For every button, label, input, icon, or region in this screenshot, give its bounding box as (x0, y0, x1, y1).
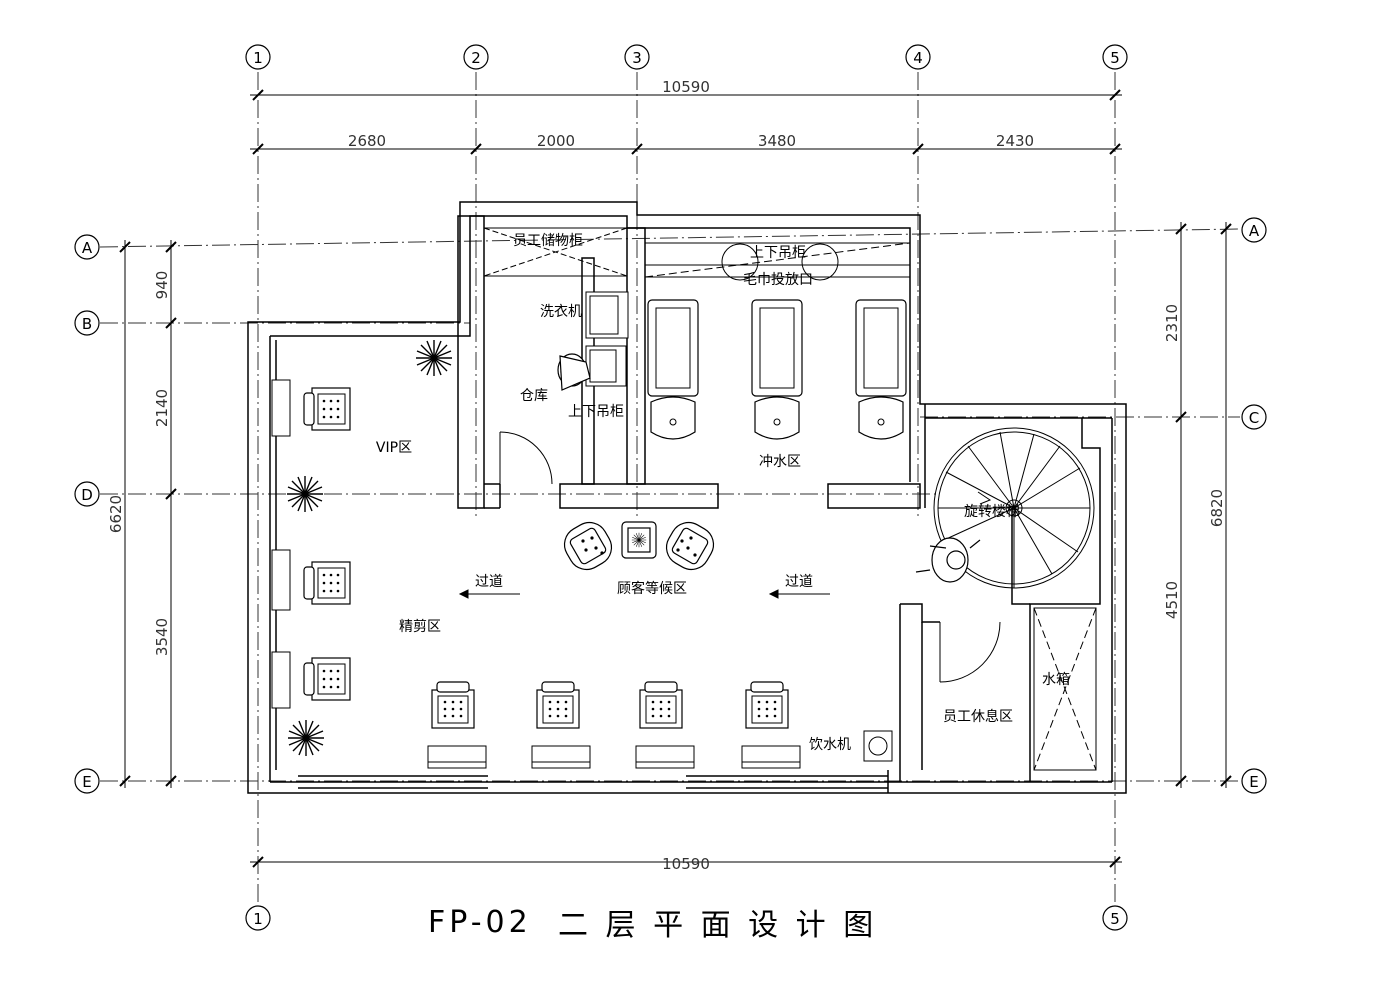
axis-right-C: C (1249, 409, 1259, 427)
dim-top-seg-1: 2680 (348, 132, 386, 150)
wash-chair-1 (647, 299, 699, 440)
label-wash-area: 冲水区 (759, 454, 801, 470)
dim-left-seg-3: 3540 (153, 618, 171, 656)
water-tank (1033, 607, 1097, 771)
axis-top-3: 3 (632, 49, 642, 67)
axis-left-D: D (81, 486, 93, 504)
label-corridor-right: 过道 (785, 574, 813, 590)
staff-locker-cabinet (483, 227, 628, 277)
label-staff-rest: 员工休息区 (943, 708, 1013, 725)
counter-units (427, 745, 801, 769)
drawing-title: 二 层 平 面 设 计 图 (558, 908, 877, 943)
plant-icon (286, 475, 324, 513)
axis-bottom-5: 5 (1110, 910, 1120, 928)
washer-icon (585, 291, 629, 387)
label-storage: 仓库 (520, 388, 548, 404)
axis-left-A: A (82, 239, 93, 257)
label-vip: VIP区 (376, 440, 412, 456)
axis-left-B: B (82, 315, 92, 333)
waiting-seating (563, 521, 715, 571)
label-towel-drop: 毛巾投放口 (743, 272, 813, 288)
axis-top-4: 4 (913, 49, 923, 67)
dim-right-total: 6820 (1208, 489, 1226, 527)
wash-upper-cabinet (644, 242, 911, 281)
label-water-dispenser: 饮水机 (809, 737, 851, 753)
label-washer: 洗衣机 (540, 304, 582, 320)
axis-right-E: E (1249, 773, 1258, 791)
person-icon (557, 353, 591, 391)
storage-door (499, 431, 553, 485)
staff-rest-door (939, 621, 1001, 683)
dim-top-seg-4: 2430 (996, 132, 1034, 150)
bottom-chair-2 (536, 681, 580, 729)
mirror-stations (271, 379, 291, 709)
water-dispenser-icon (863, 730, 893, 762)
table-plant-icon (631, 532, 647, 548)
wash-chair-3 (855, 299, 907, 440)
label-water-tank: 水箱 (1042, 672, 1070, 688)
bottom-chair-1 (431, 681, 475, 729)
label-corridor-left: 过道 (475, 574, 503, 590)
dimension-lines (119, 89, 1232, 868)
fine-cut-chair-2 (303, 657, 351, 701)
axis-left-E: E (82, 773, 91, 791)
label-upper-cabinet-top: 上下吊柜 (750, 245, 806, 261)
dim-top-total: 10590 (662, 78, 710, 96)
drawing-code: FP-02 (428, 905, 532, 940)
dim-left-seg-2: 2140 (153, 389, 171, 427)
axis-grid (99, 72, 1241, 905)
spiral-stair (933, 427, 1095, 589)
axis-bubbles (74, 44, 1267, 931)
label-staff-locker: 员工储物柜 (513, 233, 583, 249)
dim-left-total: 6620 (107, 495, 125, 533)
staff-person-icon (915, 537, 981, 583)
dim-right-seg-2: 4510 (1163, 581, 1181, 619)
label-fine-cut: 精剪区 (399, 619, 441, 635)
dim-left-seg-1: 940 (153, 271, 171, 300)
label-upper-cabinet-store: 上下吊柜 (568, 404, 624, 420)
dim-bottom-total: 10590 (662, 855, 710, 873)
axis-top-5: 5 (1110, 49, 1120, 67)
label-spiral-stair: 旋转楼梯 (964, 504, 1020, 520)
axis-bottom-1: 1 (253, 910, 263, 928)
plant-icon (287, 719, 325, 757)
dim-top-seg-3: 3480 (758, 132, 796, 150)
bottom-chair-4 (745, 681, 789, 729)
walls (247, 201, 1127, 794)
wash-chair-2 (751, 299, 803, 440)
label-waiting: 顾客等候区 (617, 580, 687, 597)
vip-chair (303, 387, 351, 431)
waiting-chair-dots (581, 536, 697, 557)
axis-top-2: 2 (471, 49, 481, 67)
plant-icon (415, 339, 453, 377)
fine-cut-chair-1 (303, 561, 351, 605)
bottom-chair-3 (639, 681, 683, 729)
dim-right-seg-1: 2310 (1163, 304, 1181, 342)
dim-top-seg-2: 2000 (537, 132, 575, 150)
axis-right-A: A (1249, 222, 1260, 240)
corridor-arrows (458, 589, 830, 599)
axis-top-1: 1 (253, 49, 263, 67)
